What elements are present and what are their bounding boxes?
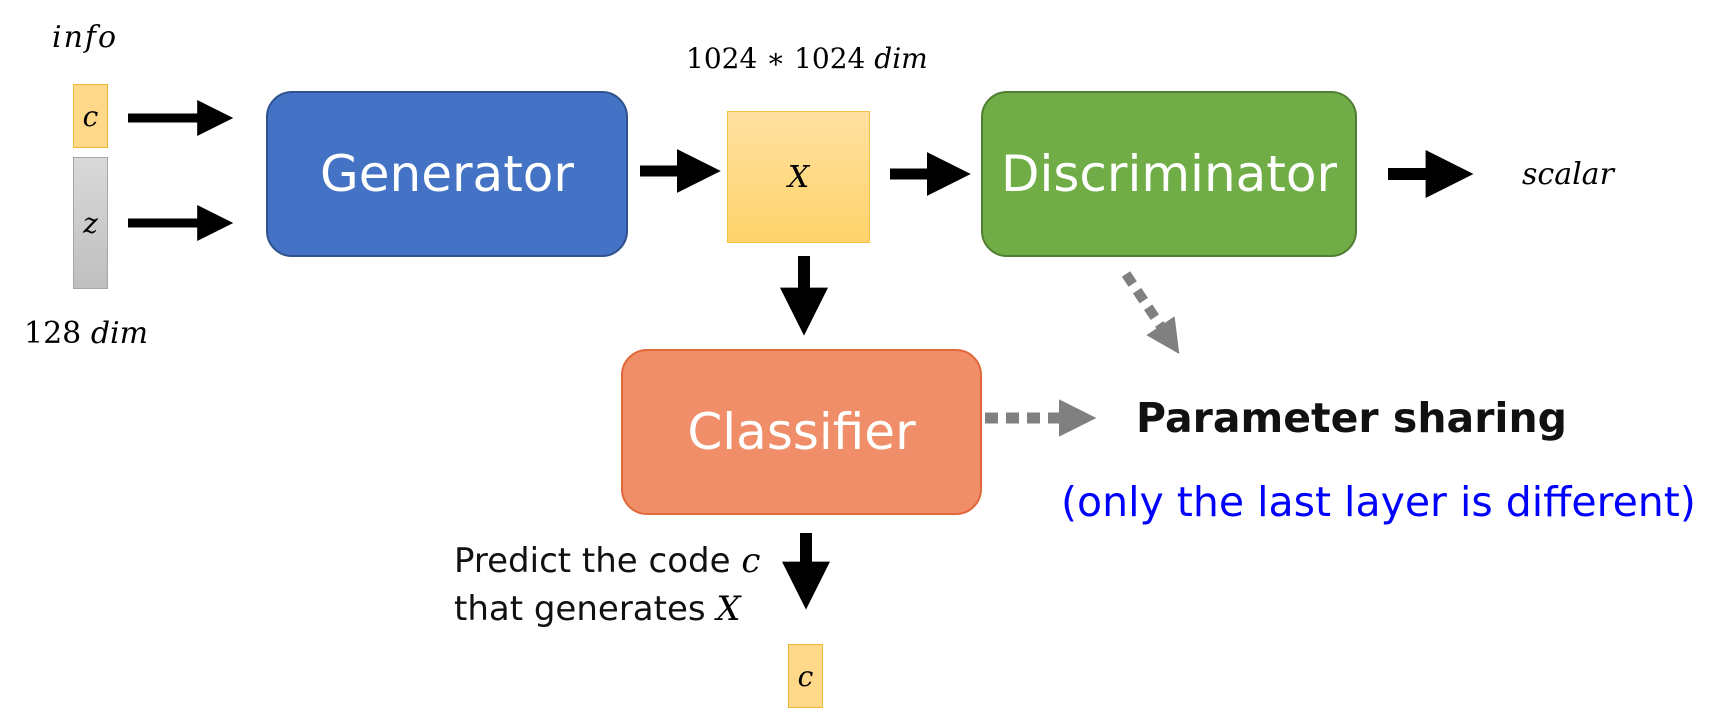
classifier-block: Classifier	[621, 349, 982, 515]
classifier-label: Classifier	[687, 403, 916, 461]
code-vector-label: c	[82, 99, 99, 133]
noise-vector-z: z	[73, 157, 108, 289]
parameter-sharing-label: Parameter sharing	[1136, 394, 1568, 442]
predict-caption-line-1: Predict the code c	[454, 537, 760, 585]
predict-line1-text: Predict the code	[454, 541, 731, 581]
noise-dim-number: 128	[24, 316, 82, 351]
noise-dim-label: 128 dim	[24, 316, 148, 351]
discriminator-block: Discriminator	[981, 91, 1357, 257]
predicted-code-label: c	[797, 659, 814, 693]
noise-dim-unit: dim	[90, 316, 149, 351]
predict-caption: Predict the code c that generates X	[454, 537, 760, 633]
predicted-code-c: c	[788, 644, 823, 708]
image-dim-label: 1024 ∗ 1024 dim	[686, 42, 928, 75]
code-vector-c: c	[73, 84, 108, 148]
image-dim-number: 1024 ∗ 1024	[686, 42, 866, 75]
info-label: info	[52, 20, 119, 55]
last-layer-note: (only the last layer is different)	[1061, 478, 1696, 526]
dashed-arrow-discriminator-to-sharing	[1121, 271, 1180, 354]
generator-label: Generator	[320, 145, 574, 203]
generator-block: Generator	[266, 91, 628, 257]
discriminator-label: Discriminator	[1000, 145, 1338, 203]
predict-line2-text: that generates	[454, 589, 706, 629]
predict-line2-var: X	[716, 589, 741, 629]
image-dim-unit: dim	[874, 42, 928, 75]
generated-image-label: X	[787, 159, 810, 195]
noise-vector-label: z	[83, 206, 98, 240]
generated-image-x: X	[727, 111, 870, 243]
predict-caption-line-2: that generates X	[454, 585, 760, 633]
predict-line1-var: c	[741, 541, 761, 581]
scalar-output-label: scalar	[1522, 157, 1614, 192]
